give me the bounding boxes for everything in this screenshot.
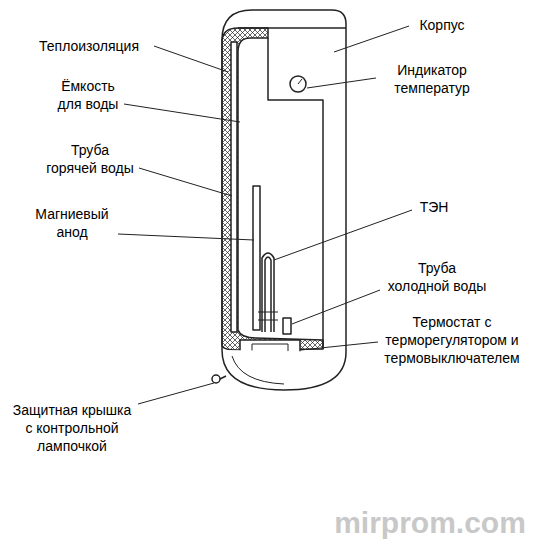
cold-water-pipe [283,318,291,334]
leader-line [154,46,228,72]
leader-line [118,234,254,240]
cover-contour [232,356,284,384]
leader-line [292,290,380,324]
leader-lines [118,26,412,404]
top-cap-line [238,27,346,29]
leader-line [301,342,378,350]
leader-line [274,210,412,260]
part-label: Теплоизоляция [39,37,139,55]
leader-line [124,104,240,122]
protective-cover [222,350,346,390]
watermark: mirprom.com [334,506,526,540]
lamp-mount [220,376,226,379]
part-label: Ёмкость для воды [58,77,119,113]
leader-line [334,26,409,52]
part-label: Магниевый анод [35,205,108,241]
indicator-needle [298,79,302,84]
control-lamp [212,375,220,383]
leader-line [139,168,232,196]
part-label: Индикатор температур [394,61,470,97]
part-label: Защитная крышка с контрольной лампочкой [13,401,131,455]
part-label: Труба горячей воды [46,141,134,177]
heating-element-coils [258,312,278,320]
temperature-indicator [290,76,306,92]
part-label: Корпус [419,16,464,34]
insulation [222,28,323,350]
magnesium-anode [253,186,260,330]
part-label: Труба холодной воды [388,259,487,295]
body-shell [222,10,346,352]
leader-line [307,78,376,88]
part-label: Термостат с терморегулятором и термовыкл… [384,313,519,367]
part-label: ТЭН [420,198,449,216]
leader-line [138,383,214,404]
cutaway-edge [268,38,323,349]
hot-water-pipe [231,42,237,332]
